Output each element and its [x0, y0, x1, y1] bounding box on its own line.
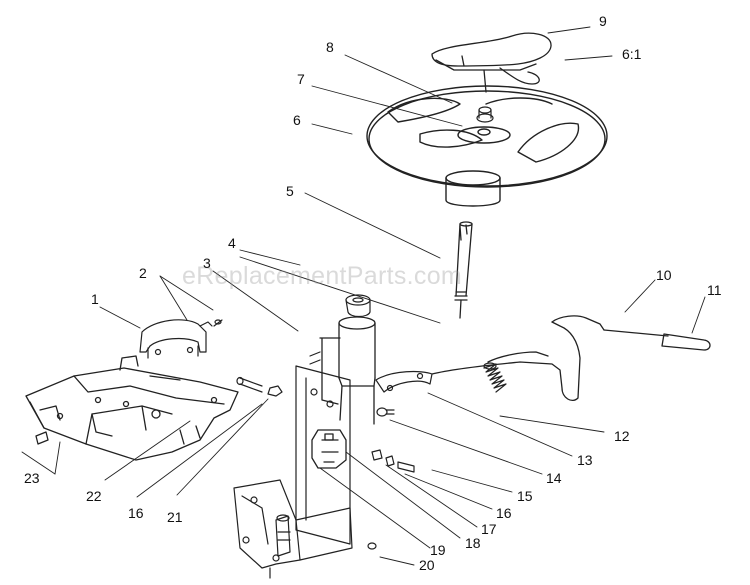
steering-column-part — [319, 316, 376, 425]
callout-9: 9 — [599, 13, 607, 29]
spring-part — [483, 362, 507, 393]
callout-22: 22 — [86, 488, 102, 504]
callout-8: 8 — [326, 39, 334, 55]
callout-21: 21 — [167, 509, 183, 525]
callout-2: 2 — [139, 265, 147, 281]
drag-link-part — [431, 315, 711, 402]
lower-bracket-part — [233, 479, 353, 579]
callout-11: 11 — [707, 282, 722, 298]
wheel-cap-part — [431, 32, 552, 93]
callout-5: 5 — [286, 183, 294, 199]
frame-plate-part — [25, 355, 239, 461]
universal-joint-part — [311, 429, 347, 469]
leader-lines — [21, 26, 706, 566]
bushing-part — [345, 294, 371, 318]
column-bracket-part — [295, 365, 351, 545]
callout-18: 18 — [465, 535, 481, 551]
callout-10: 10 — [656, 267, 672, 283]
steering-wheel-part — [366, 85, 608, 207]
fastener-parts — [236, 351, 415, 550]
callout-3: 3 — [203, 255, 211, 271]
sector-bracket-part — [375, 370, 433, 393]
callout-15: 15 — [517, 488, 533, 504]
callout-13: 13 — [577, 452, 593, 468]
callout-19: 19 — [430, 542, 446, 558]
steering-shaft-part — [454, 221, 473, 319]
callout-14: 14 — [546, 470, 562, 486]
callout-7: 7 — [297, 71, 305, 87]
watermark: eReplacementParts.com — [182, 262, 463, 290]
callout-1: 1 — [91, 291, 99, 307]
nut-washer-part — [476, 106, 494, 123]
steering-plate-part — [139, 319, 223, 359]
callout-6-1: 6:1 — [622, 46, 642, 62]
callout-16-left: 16 — [128, 505, 144, 521]
callout-12: 12 — [614, 428, 630, 444]
callout-16-right: 16 — [496, 505, 512, 521]
callout-23: 23 — [24, 470, 40, 486]
callout-6: 6 — [293, 112, 301, 128]
callout-20: 20 — [419, 557, 435, 573]
callout-17: 17 — [481, 521, 497, 537]
callout-4: 4 — [228, 235, 236, 251]
